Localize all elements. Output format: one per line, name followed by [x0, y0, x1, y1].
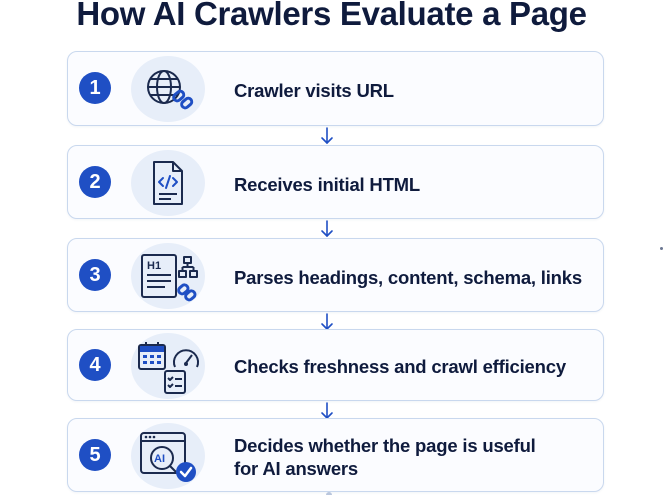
decorative-dot	[660, 247, 663, 250]
step-label: Checks freshness and crawl efficiency	[234, 356, 566, 377]
step-2-card: 2 Receives initial HTML	[67, 145, 604, 219]
step-number-badge: 4	[79, 349, 111, 381]
page-title: How AI Crawlers Evaluate a Page	[76, 0, 587, 32]
step-label: Parses headings, content, schema, links	[234, 267, 582, 288]
step-number-badge: 1	[79, 72, 111, 104]
svg-text:H1: H1	[147, 260, 161, 272]
step-number-badge: 5	[79, 439, 111, 471]
step-4-card: 4 Checks freshness and crawl efficiency	[67, 329, 604, 401]
html-file-icon	[131, 150, 205, 216]
step-number-badge: 3	[79, 259, 111, 291]
headings-schema-icon: H1	[131, 243, 205, 309]
step-label-line-2: for AI answers	[234, 458, 358, 479]
globe-link-icon	[131, 56, 205, 122]
step-label: Receives initial HTML	[234, 174, 420, 195]
svg-text:AI: AI	[154, 453, 165, 465]
step-label-line-1: Decides whether the page is useful	[234, 435, 536, 456]
step-number-badge: 2	[79, 166, 111, 198]
step-5-card: 5 AI Decides whether the page is useful …	[67, 418, 604, 492]
ai-check-icon: AI	[131, 423, 205, 489]
down-arrow-icon	[318, 126, 336, 146]
step-3-card: 3 H1 Parses headings, content, schema, l…	[67, 238, 604, 312]
step-label: Crawler visits URL	[234, 80, 394, 101]
step-label: Decides whether the page is useful for A…	[234, 434, 593, 480]
decorative-connector-stub	[326, 492, 332, 495]
calendar-gauge-checklist-icon	[131, 333, 205, 399]
step-1-card: 1 Crawler visits URL	[67, 51, 604, 126]
down-arrow-icon	[318, 219, 336, 239]
